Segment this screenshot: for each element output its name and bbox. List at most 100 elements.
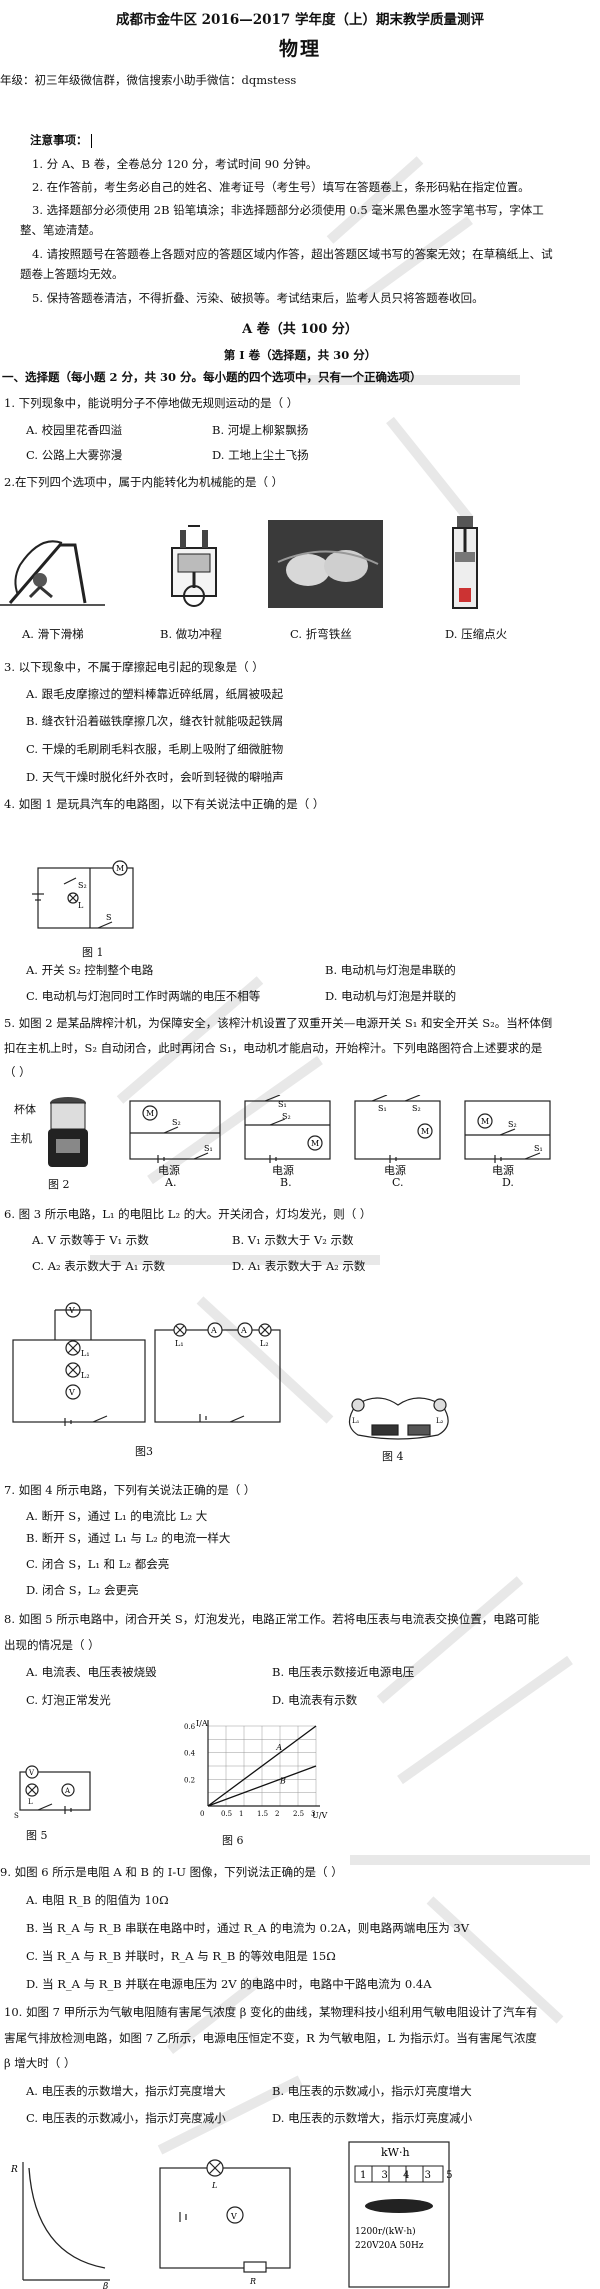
svg-text:M: M [481, 1117, 489, 1126]
meter-unit: kW·h [381, 2146, 410, 2159]
q10-option-c: C. 电压表的示数减小，指示灯亮度减小 [26, 2111, 226, 2125]
q3-option-c: C. 干燥的毛刷刷毛料衣服，毛刷上吸附了细微脏物 [26, 742, 284, 756]
svg-text:M: M [146, 1109, 154, 1118]
svg-text:L: L [211, 2181, 217, 2190]
notice-item: 3. 选择题部分必须使用 2B 铅笔填涂；非选择题部分必须使用 0.5 毫米黑色… [32, 203, 544, 217]
x-tick-label: 1.5 [257, 1810, 268, 1818]
q4-option-a: A. 开关 S₂ 控制整个电路 [26, 963, 154, 977]
notice-item: 4. 请按照题号在答题卷上各题对应的答题区域内作答，超出答题区域书写的答案无效；… [32, 247, 553, 261]
svg-text:S₂: S₂ [282, 1112, 291, 1121]
slide-picture [0, 540, 105, 606]
subject-title: 物理 [278, 38, 321, 60]
svg-text:V: V [68, 1388, 75, 1397]
q9-option-c: C. 当 R_A 与 R_B 并联时，R_A 与 R_B 的等效电阻是 15Ω [26, 1949, 336, 1963]
q8-stem-line-2: 出现的情况是（ ） [4, 1638, 100, 1652]
series-label-a: A [275, 1743, 282, 1752]
notice-item: 题卷上答题均无效。 [20, 267, 124, 281]
svg-text:R: R [249, 2277, 256, 2286]
q6-option-c: C. A₂ 表示数大于 A₁ 示数 [32, 1259, 165, 1273]
figure-1-circuit: M S₂ L S [32, 860, 134, 929]
q2-option-d: D. 压缩点火 [445, 627, 508, 641]
section-instructions: 一、选择题（每小题 2 分，共 30 分。每小题的四个选项中，只有一个正确选项） [2, 370, 422, 384]
q4-option-b: B. 电动机与灯泡是串联的 [325, 963, 456, 977]
x-tick-label: 0.5 [221, 1810, 232, 1818]
q5-option-c: C. [392, 1176, 404, 1189]
origin-label: 0 [200, 1810, 204, 1818]
juicer-picture [48, 1097, 88, 1167]
q10-stem-line-2: 害尾气排放检测电路，如图 7 乙所示，电源电压恒定不变，R 为气敏电阻，L 为指… [4, 2031, 537, 2045]
svg-text:S₂: S₂ [412, 1104, 421, 1113]
q10-stem-line-3: β 增大时（ ） [4, 2056, 76, 2070]
notice-heading: 注意事项： [30, 132, 92, 148]
part1-title: 第 I 卷（选择题，共 30 分） [223, 348, 377, 362]
figure-5-caption: 图 5 [26, 1829, 48, 1842]
figure-3-caption: 图3 [135, 1445, 153, 1458]
q1-stem: 1. 下列现象中，能说明分子不停地做无规则运动的是（ ） [4, 396, 299, 410]
q1-option-c: C. 公路上大雾弥漫 [26, 448, 123, 462]
q9-option-b: B. 当 R_A 与 R_B 串联在电路中时，通过 R_A 的电流为 0.2A，… [26, 1921, 470, 1935]
meter-spec-2: 220V20A 50Hz [355, 2241, 424, 2251]
svg-text:S₁: S₁ [204, 1144, 213, 1153]
q3-option-b: B. 缝衣针沿着磁铁摩擦几次，缝衣针就能吸起铁屑 [26, 714, 284, 728]
q5-option-d: D. [502, 1176, 514, 1189]
svg-text:S₂: S₂ [78, 881, 87, 890]
svg-text:R: R [10, 2165, 18, 2175]
power-label: 电源 [492, 1164, 514, 1177]
x-tick-label: 2 [275, 1810, 279, 1818]
y-tick-label: 0.6 [184, 1723, 196, 1731]
x-tick-label: 2.5 [293, 1810, 304, 1818]
svg-text:L₁: L₁ [81, 1349, 90, 1358]
svg-text:S₁: S₁ [378, 1104, 387, 1113]
exam-title: 成都市金牛区 2016—2017 学年度（上）期末教学质量测评 [115, 12, 485, 28]
q5-stem-line-1: 5. 如图 2 是某品牌榨汁机，为保障安全，该榨汁机设置了双重开关—电源开关 S… [4, 1016, 553, 1030]
notice-item: 整、笔迹清楚。 [20, 223, 101, 237]
x-tick-label: 1 [239, 1810, 243, 1818]
svg-text:A: A [210, 1326, 217, 1335]
q10-option-a: A. 电压表的示数增大，指示灯亮度增大 [26, 2084, 226, 2098]
q7-stem: 7. 如图 4 所示电路，下列有关说法正确的是（ ） [4, 1483, 256, 1497]
q4-stem: 4. 如图 1 是玩具汽车的电路图，以下有关说法中正确的是（ ） [4, 797, 325, 811]
x-axis-title: U/V [312, 1811, 327, 1820]
q8-option-d: D. 电流表有示数 [272, 1693, 358, 1707]
figure-7b-circuit: V L R [159, 2159, 291, 2286]
meter-digits: 1 3 4 3 5 [360, 2170, 455, 2181]
svg-text:A: A [64, 1787, 71, 1795]
svg-text:V: V [230, 2212, 237, 2221]
figure-3-circuits: V L₁ L₂ V A A L₁ L₂ [12, 1302, 281, 1426]
figure-4-caption: 图 4 [382, 1450, 404, 1463]
q10-stem-line-1: 10. 如图 7 甲所示为气敏电阻随有害尾气浓度 β 变化的曲线，某物理科技小组… [4, 2005, 538, 2019]
q6-stem: 6. 图 3 所示电路，L₁ 的电阻比 L₂ 的大。开关闭合，灯均发光，则（ ） [4, 1207, 372, 1221]
notice-item: 1. 分 A、B 卷，全卷总分 120 分，考试时间 90 分钟。 [32, 157, 318, 171]
q3-option-d: D. 天气干燥时脱化纤外衣时，会听到轻微的噼啪声 [26, 770, 284, 784]
notice-item: 5. 保持答题卷清洁，不得折叠、污染、破损等。考试结束后，监考人员只将答题卷收回… [32, 291, 484, 305]
q7-option-c: C. 闭合 S，L₁ 和 L₂ 都会亮 [26, 1557, 170, 1571]
svg-text:S₁: S₁ [534, 1144, 543, 1153]
svg-text:S₂: S₂ [172, 1118, 181, 1127]
q5-stem-line-2: 扣在主机上时，S₂ 自动闭合，此时再闭合 S₁，电动机才能启动，开始榨汁。下列电… [4, 1041, 543, 1055]
notice-item: 2. 在作答前，考生务必自己的姓名、准考证号（考生号）填写在答题卷上，条形码粘在… [32, 180, 530, 194]
meter-spec-1: 1200r/(kW·h) [355, 2226, 416, 2237]
q1-option-b: B. 河堤上柳絮飘扬 [212, 423, 309, 437]
figure-5-circuit: V A L S [14, 1765, 91, 1820]
engine-picture [171, 525, 217, 607]
svg-text:V: V [28, 1769, 35, 1777]
q1-option-d: D. 工地上尘土飞扬 [212, 448, 309, 462]
svg-text:L: L [78, 901, 84, 910]
power-label: 电源 [158, 1164, 180, 1177]
compression-ignition-picture [452, 516, 478, 609]
svg-text:M: M [421, 1127, 429, 1136]
section-a-title: A 卷（共 100 分） [242, 322, 358, 337]
q7-option-b: B. 断开 S，通过 L₁ 与 L₂ 的电流一样大 [26, 1531, 231, 1545]
x-tick-label: 3 [311, 1810, 315, 1818]
q8-stem-line-1: 8. 如图 5 所示电路中，闭合开关 S，灯泡发光，电路正常工作。若将电压表与电… [4, 1612, 540, 1626]
bend-wire-picture [268, 520, 383, 608]
q5-stem-line-3: （ ） [4, 1065, 31, 1079]
q9-option-d: D. 当 R_A 与 R_B 并联在电源电压为 2V 的电路中时，电路中干路电流… [26, 1977, 432, 1991]
svg-text:L: L [28, 1798, 33, 1806]
q3-option-a: A. 跟毛皮摩擦过的塑料棒靠近碎纸屑，纸屑被吸起 [26, 687, 284, 701]
q4-option-c: C. 电动机与灯泡同时工作时两端的电压不相等 [26, 989, 261, 1003]
energy-meter: kW·h 1 3 4 3 5 1200r/(kW·h) 220V20A 50Hz [348, 2141, 455, 2288]
svg-text:L₂: L₂ [260, 1339, 269, 1348]
figure-4-circuit: L₁ L₂ [348, 1397, 449, 1440]
